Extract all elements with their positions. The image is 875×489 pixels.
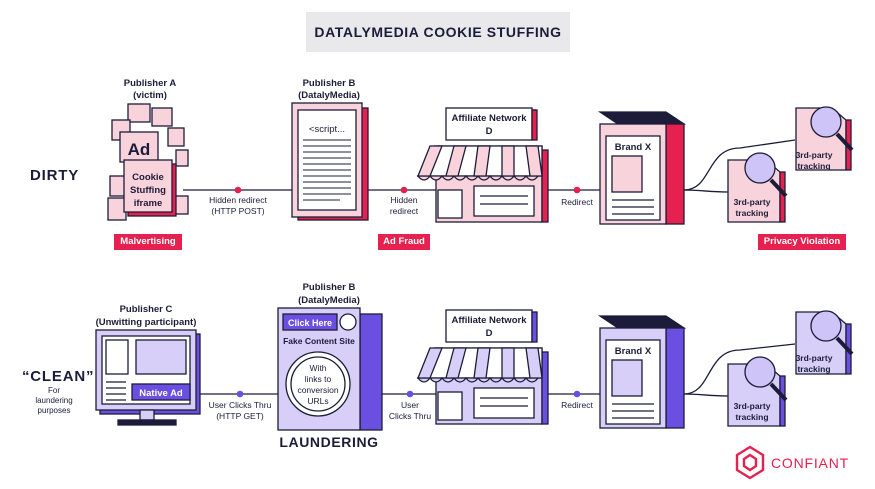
drum-text-line3: conversion <box>297 385 338 395</box>
brand-x-label: Brand X <box>615 346 652 357</box>
publisher-b-role: (DatalyMedia) <box>298 295 360 306</box>
edge-label-line1: User Clicks Thru <box>209 400 272 410</box>
brand-x-label: Brand X <box>615 142 652 153</box>
publisher-b-document <box>291 102 369 221</box>
edge-dot <box>406 390 414 398</box>
row-sublabel-line2: laundering <box>35 396 72 405</box>
edge-label-line1: Hidden redirect <box>209 195 267 205</box>
tracking-label-line1: 3rd-party <box>796 353 833 363</box>
affiliate-name: Affiliate Network <box>452 315 528 326</box>
row-sublabel-line1: For <box>48 386 60 395</box>
iframe-label-line1: Cookie <box>132 172 164 183</box>
edge-dot <box>234 186 242 194</box>
confiant-hex-logo-icon <box>735 445 765 480</box>
tracking-label-line2: tracking <box>735 208 768 218</box>
native-ad-label: Native Ad <box>139 388 183 399</box>
publisher-a-malvertising-blocks <box>107 103 189 221</box>
publisher-a-role: (victim) <box>133 90 167 101</box>
magnifier-icon <box>744 152 788 198</box>
privacy-violation-tag: Privacy Violation <box>758 234 846 250</box>
edge-dot <box>236 390 244 398</box>
edge-dot <box>573 186 581 194</box>
laundering-label: LAUNDERING <box>279 434 378 450</box>
magnifier-icon <box>810 106 854 152</box>
publisher-c-role: (Unwitting participant) <box>96 317 197 328</box>
row-sublabel-line3: purposes <box>38 406 71 415</box>
edge-label: Redirect <box>561 400 593 410</box>
edge-label-line1: User <box>401 400 419 410</box>
page-title: DATALYMEDIA COOKIE STUFFING <box>306 12 570 52</box>
drum-text-line2: links to <box>305 374 332 384</box>
drum-text-line1: With <box>310 363 327 373</box>
affiliate-id: D <box>486 328 493 339</box>
publisher-c-monitor <box>95 329 201 426</box>
affiliate-name: Affiliate Network <box>452 113 528 124</box>
row-label-clean: “CLEAN” <box>22 368 94 385</box>
edge-label: Redirect <box>561 197 593 207</box>
affiliate-network-store-clean <box>416 309 549 425</box>
edge-label-line2: Clicks Thru <box>389 411 432 421</box>
publisher-a-name: Publisher A <box>124 78 177 89</box>
click-here-button: Click Here <box>288 318 332 328</box>
tracking-label-line2: tracking <box>797 161 830 171</box>
row-label-dirty: DIRTY <box>30 167 79 184</box>
tracking-label-line2: tracking <box>735 412 768 422</box>
fake-site-label: Fake Content Site <box>283 336 355 346</box>
publisher-b-name: Publisher B <box>303 78 356 89</box>
script-code-text: <script... <box>309 124 345 135</box>
magnifier-icon <box>744 356 788 402</box>
malvertising-tag: Malvertising <box>114 234 182 250</box>
edge-dot <box>573 390 581 398</box>
tracking-label-line1: 3rd-party <box>796 150 833 160</box>
edge-label-line2: redirect <box>390 206 419 216</box>
brand-x-building-clean <box>597 315 687 429</box>
edge-dot <box>400 186 408 194</box>
laundering-washing-machine <box>277 307 383 431</box>
ad-fraud-tag: Ad Fraud <box>378 234 430 250</box>
publisher-b-role: (DatalyMedia) <box>298 90 360 101</box>
edge-label-line2: (HTTP POST) <box>211 206 264 216</box>
affiliate-id: D <box>486 126 493 137</box>
tracking-label-line1: 3rd-party <box>734 197 771 207</box>
edge-label-line1: Hidden <box>391 195 418 205</box>
drum-text-line4: URLs <box>307 396 328 406</box>
publisher-a-ad-text: Ad <box>128 140 151 159</box>
tracking-label-line1: 3rd-party <box>734 401 771 411</box>
brand-x-building-dirty <box>597 111 687 225</box>
iframe-label-line2: Stuffing <box>130 185 166 196</box>
iframe-label-line3: iframe <box>134 198 163 209</box>
brand-logo-text: CONFIANT <box>771 455 849 471</box>
tracking-label-line2: tracking <box>797 364 830 374</box>
publisher-b-name: Publisher B <box>303 282 356 293</box>
edge-label-line2: (HTTP GET) <box>216 411 264 421</box>
affiliate-network-store-dirty <box>416 107 549 223</box>
publisher-c-name: Publisher C <box>120 304 173 315</box>
magnifier-icon <box>810 310 854 356</box>
